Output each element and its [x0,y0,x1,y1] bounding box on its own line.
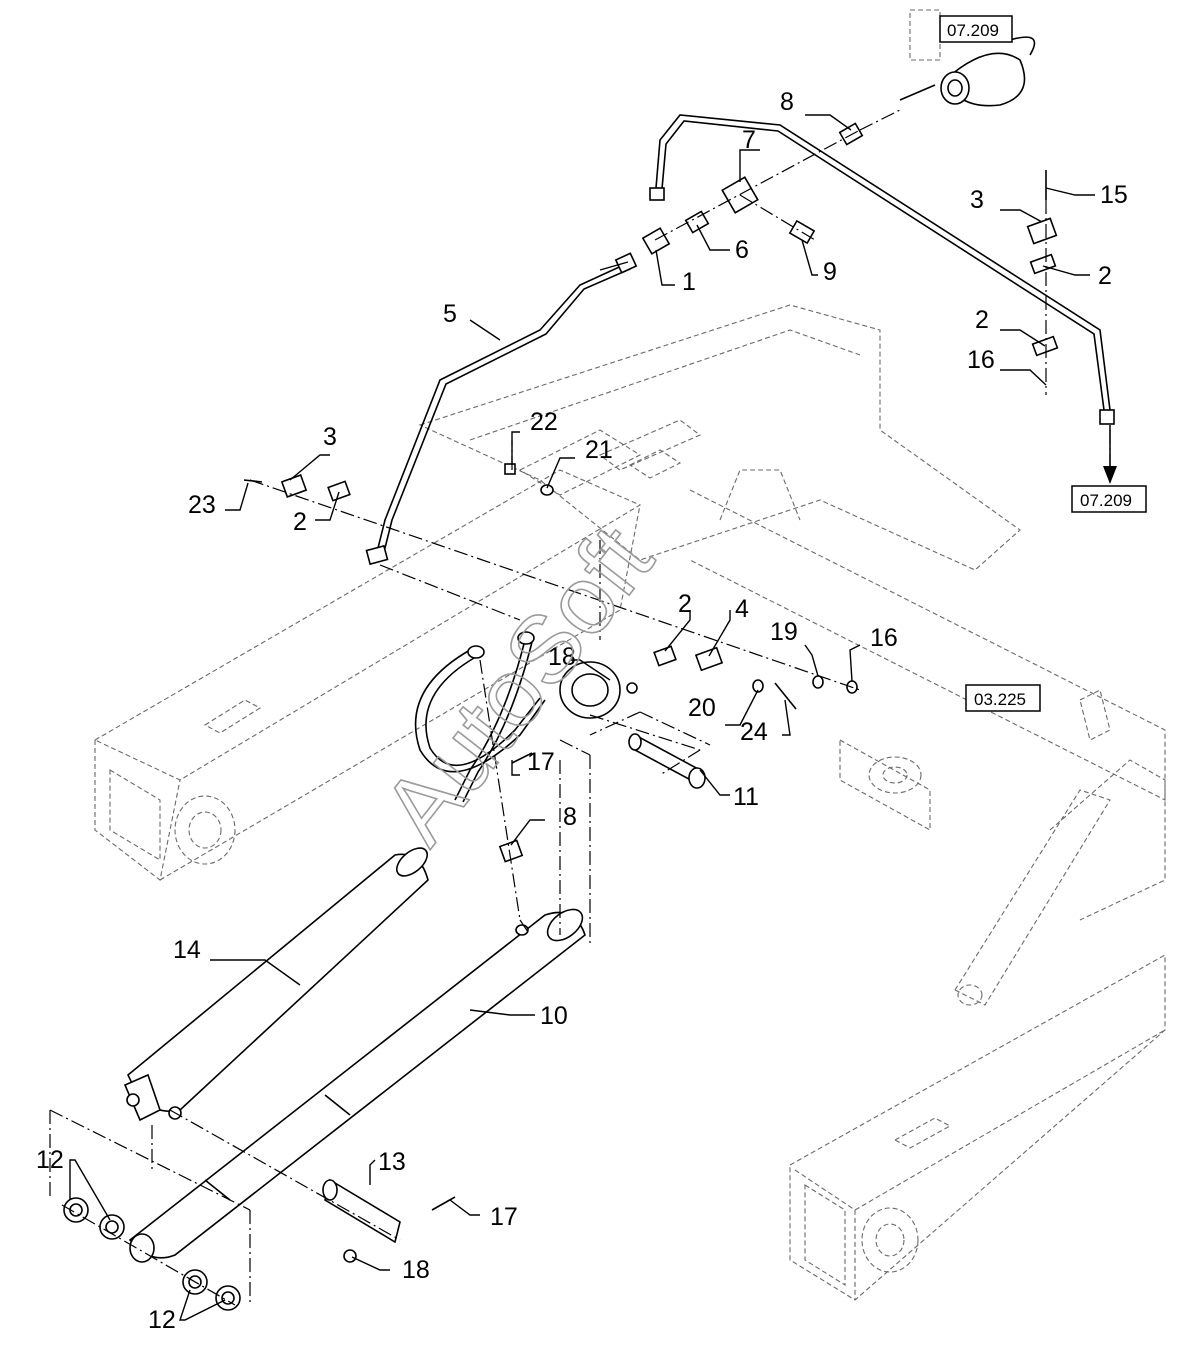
fittings [243,122,1059,863]
callout-3: 3 [323,423,337,451]
callout-8: 8 [563,803,577,831]
ref-frame-label: 03.225 [974,690,1026,709]
callout-22: 22 [530,408,558,436]
callout-2: 2 [975,306,989,334]
callout-1: 1 [682,268,696,296]
leader-lines [69,114,1095,1321]
callout-17: 17 [490,1203,518,1231]
callout-2: 2 [678,590,692,618]
assembly-lines [49,109,1111,1306]
callout-18: 18 [402,1256,430,1284]
callout-labels: 1 2 2 2 2 3 3 4 5 6 7 8 8 9 10 11 12 12 … [36,88,1128,1334]
callout-17: 17 [527,748,555,776]
callout-13: 13 [378,1148,406,1176]
callout-20: 20 [688,694,716,722]
callout-15: 15 [1100,181,1128,209]
callout-18: 18 [548,643,576,671]
ref-right-label: 07.209 [1080,491,1132,510]
callout-21: 21 [585,436,613,464]
callout-23: 23 [188,491,216,519]
reference-boxes: 07.209 07.209 03.225 [939,15,1147,712]
flexible-hoses [414,631,546,803]
callout-24: 24 [740,718,768,746]
callout-7: 7 [742,126,756,154]
callout-12: 12 [148,1306,176,1334]
callout-2: 2 [293,508,307,536]
pump-assembly [899,9,1036,107]
lift-cylinders [63,847,586,1311]
callout-9: 9 [823,258,837,286]
watermark: AutoSoft [362,507,673,863]
return-pipe [649,114,1115,425]
callout-6: 6 [735,236,749,264]
callout-16: 16 [870,624,898,652]
hydraulic-pipe [365,252,638,566]
ref-top-label: 07.209 [947,21,999,40]
callout-12: 12 [36,1146,64,1174]
callout-8: 8 [780,88,794,116]
callout-3: 3 [970,186,984,214]
chassis-frame-outline [93,304,1166,1301]
callout-16: 16 [967,346,995,374]
callout-10: 10 [540,1002,568,1030]
callout-5: 5 [443,300,457,328]
callout-14: 14 [173,936,201,964]
callout-11: 11 [733,783,759,811]
callout-2: 2 [1098,262,1112,290]
callout-19: 19 [770,618,798,646]
callout-4: 4 [735,595,749,623]
